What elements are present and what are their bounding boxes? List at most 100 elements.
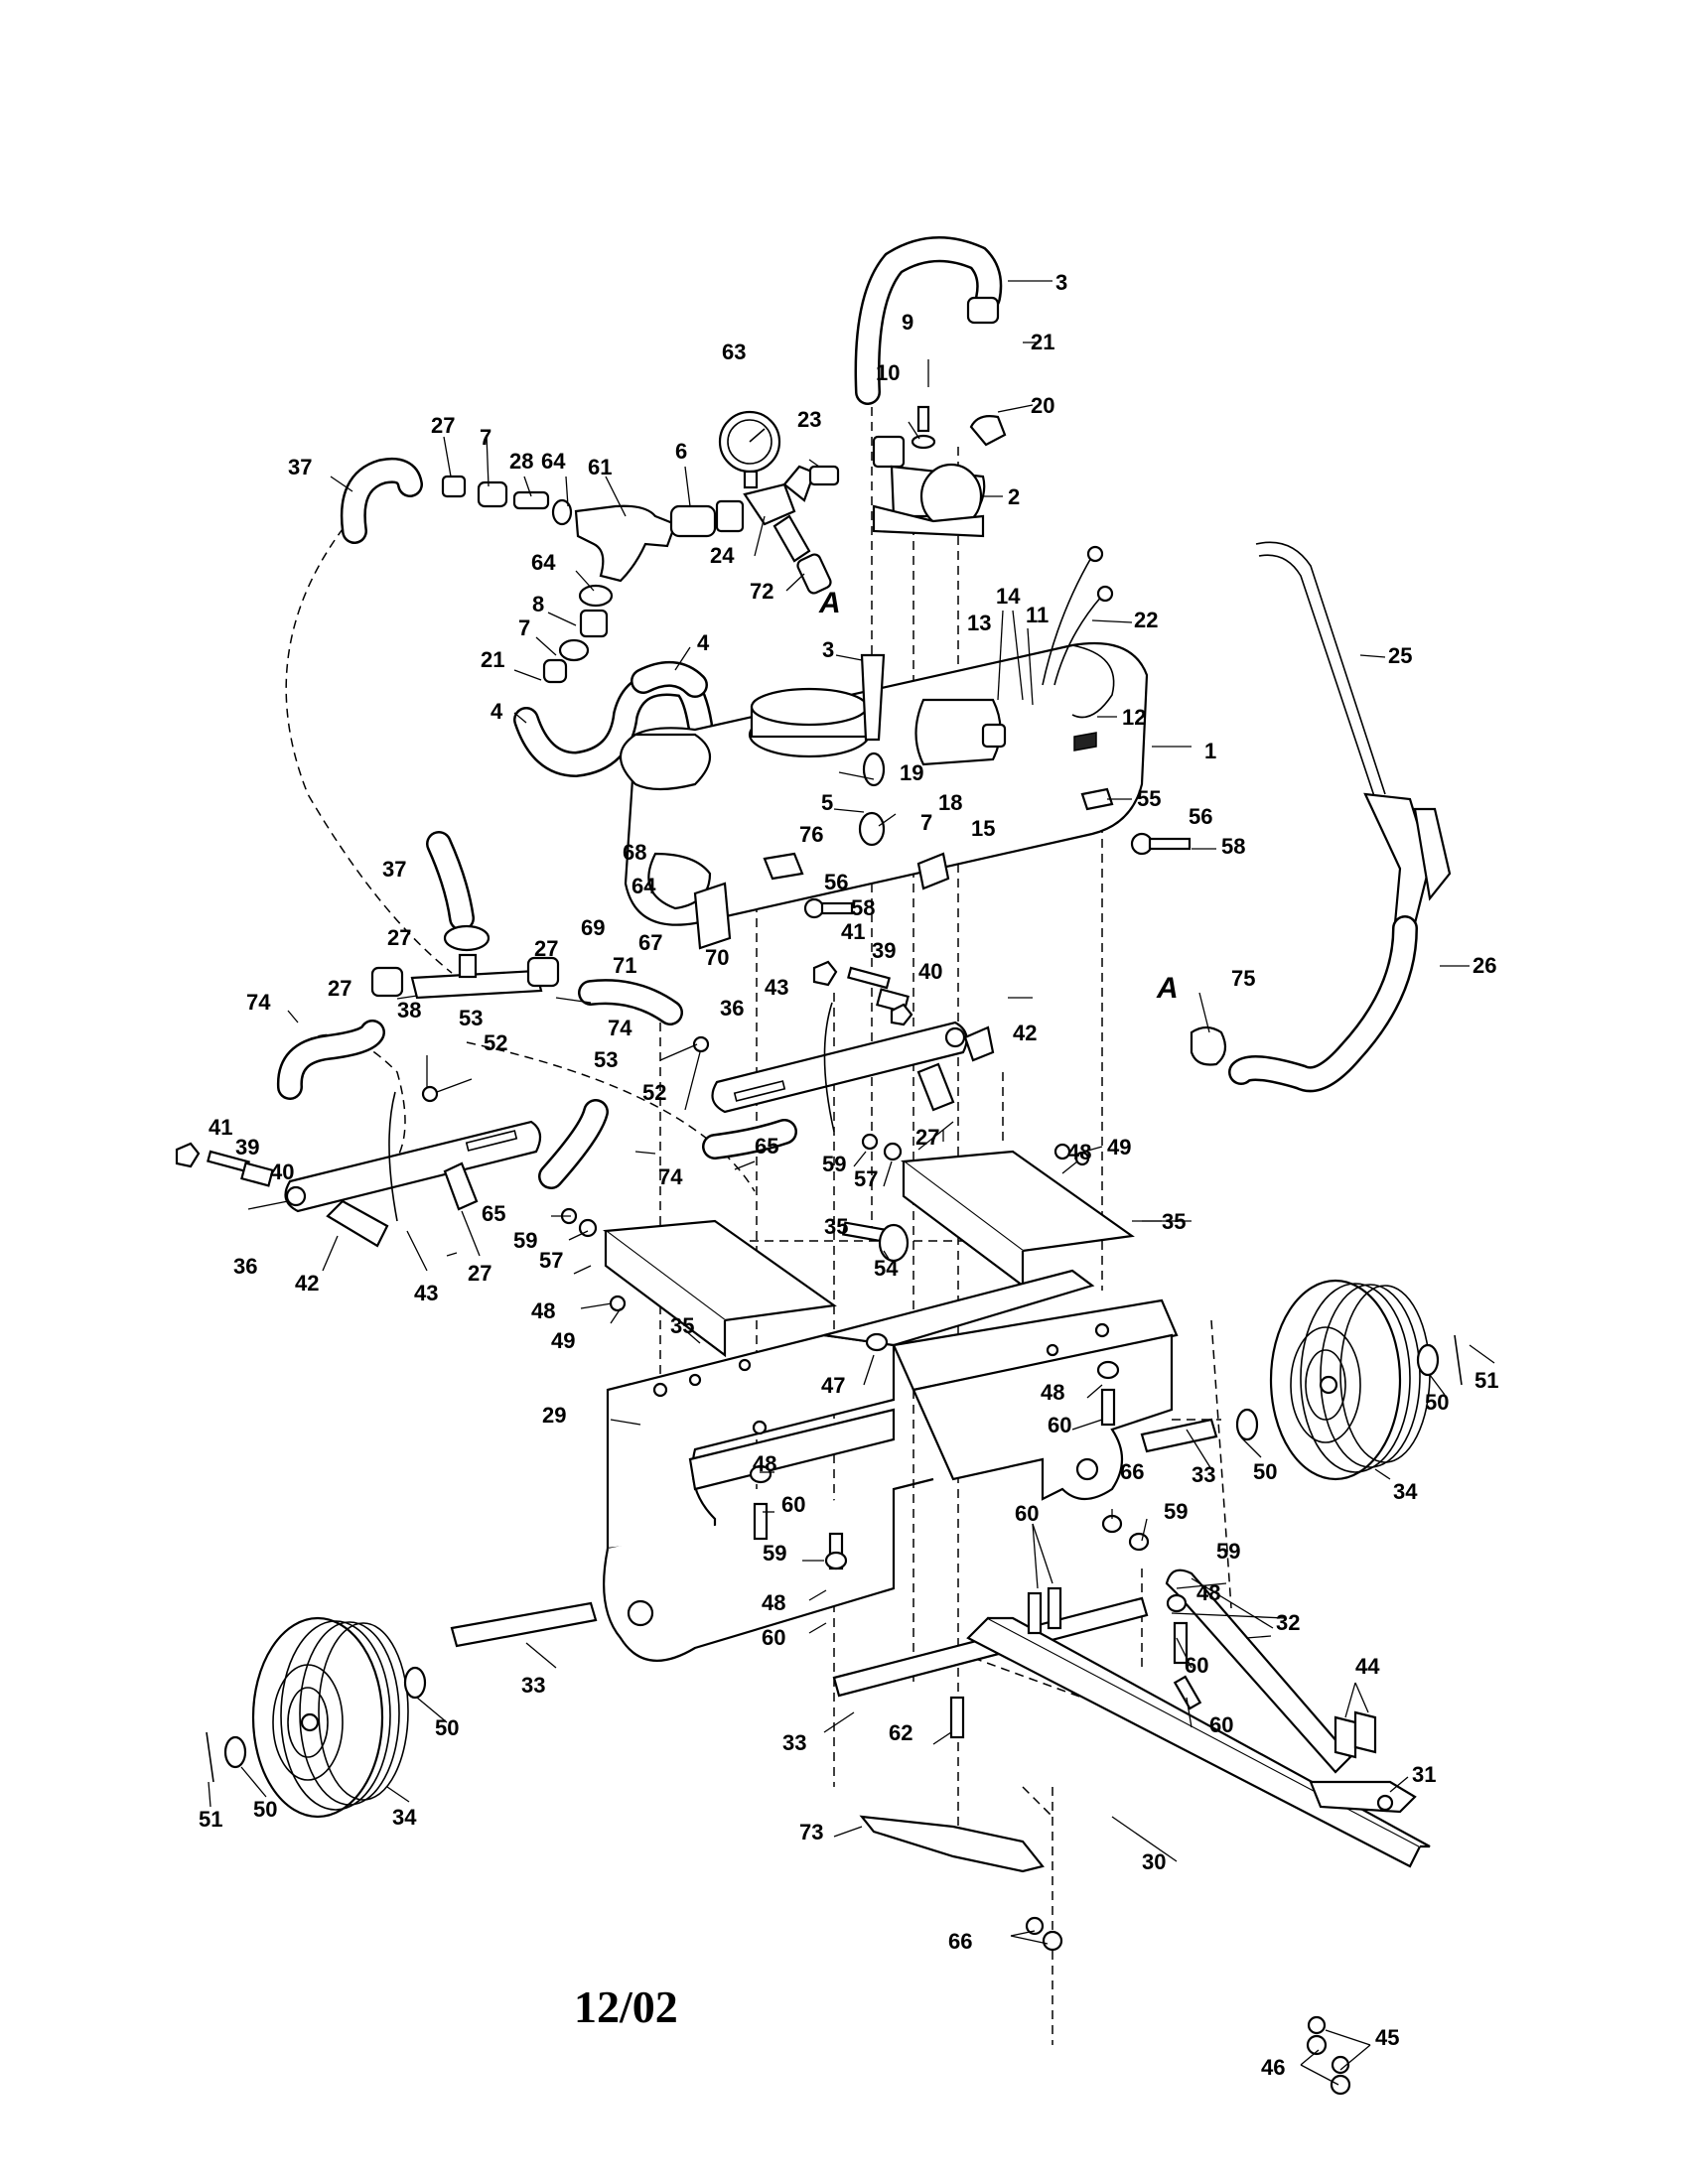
callout-39: 39	[235, 1135, 259, 1160]
callout-34: 34	[392, 1805, 417, 1830]
callout-48: 48	[1067, 1140, 1091, 1164]
callout-29: 29	[542, 1403, 566, 1428]
callout-48: 48	[1196, 1580, 1220, 1605]
callout-4: 4	[697, 630, 710, 655]
callout-61: 61	[588, 455, 612, 479]
callout-27: 27	[387, 925, 411, 950]
callout-21: 21	[481, 647, 504, 672]
callout-66: 66	[1120, 1459, 1144, 1484]
callout-26: 26	[1473, 953, 1496, 978]
callout-25: 25	[1388, 643, 1412, 668]
main-frame	[603, 1269, 1179, 1662]
wheel-left	[206, 1616, 427, 1819]
callout-60: 60	[1209, 1712, 1233, 1737]
callout-2: 2	[1008, 484, 1020, 509]
callout-35: 35	[1162, 1209, 1186, 1234]
section-marker-a: A	[818, 587, 841, 619]
callout-59: 59	[513, 1228, 537, 1253]
callout-3: 3	[1055, 270, 1067, 295]
callout-33: 33	[782, 1730, 806, 1755]
callout-76: 76	[799, 822, 823, 847]
callout-52: 52	[642, 1080, 666, 1105]
callout-7: 7	[480, 425, 491, 450]
callout-4: 4	[491, 699, 503, 724]
callout-68: 68	[623, 840, 646, 865]
callout-47: 47	[821, 1373, 845, 1398]
callout-50: 50	[435, 1715, 459, 1740]
callout-54: 54	[874, 1256, 899, 1281]
callout-60: 60	[1185, 1653, 1208, 1678]
callout-11: 11	[1026, 603, 1049, 627]
callout-60: 60	[781, 1492, 805, 1517]
callout-75: 75	[1231, 966, 1255, 991]
callout-59: 59	[822, 1152, 846, 1176]
callout-50: 50	[1253, 1459, 1277, 1484]
callout-53: 53	[459, 1006, 483, 1030]
callout-labels: 1 2 3 3 4 4 5 6 7 7 7 8 9 10 11 12 13 14…	[199, 270, 1498, 2080]
callout-70: 70	[705, 945, 729, 970]
callout-14: 14	[996, 584, 1021, 609]
callout-33: 33	[521, 1673, 545, 1698]
callout-40: 40	[918, 959, 942, 984]
callout-36: 36	[720, 996, 744, 1021]
callout-7: 7	[920, 810, 932, 835]
callout-22: 22	[1134, 608, 1158, 632]
callout-41: 41	[209, 1115, 232, 1140]
callout-30: 30	[1142, 1849, 1166, 1874]
callout-52: 52	[484, 1030, 507, 1055]
callout-21: 21	[1031, 330, 1054, 354]
callout-60: 60	[1048, 1413, 1071, 1437]
callout-1: 1	[1204, 739, 1216, 763]
callout-50: 50	[1425, 1390, 1449, 1415]
callout-18: 18	[938, 790, 962, 815]
callout-59: 59	[1216, 1539, 1240, 1564]
callout-56: 56	[1189, 804, 1212, 829]
callout-10: 10	[876, 360, 900, 385]
callout-43: 43	[765, 975, 788, 1000]
callout-48: 48	[531, 1298, 555, 1323]
callout-58: 58	[1221, 834, 1245, 859]
callout-37: 37	[288, 455, 312, 479]
callout-51: 51	[199, 1807, 222, 1832]
spray-wand	[1193, 541, 1452, 1093]
callout-7: 7	[518, 615, 530, 640]
callout-32: 32	[1276, 1610, 1300, 1635]
callout-64: 64	[541, 449, 566, 474]
callout-59: 59	[763, 1541, 786, 1566]
callout-46: 46	[1261, 2055, 1285, 2080]
callout-9: 9	[902, 310, 913, 335]
callout-56: 56	[824, 870, 848, 894]
callout-53: 53	[594, 1047, 618, 1072]
callout-3: 3	[822, 637, 834, 662]
callout-8: 8	[532, 592, 544, 616]
callout-34: 34	[1393, 1479, 1418, 1504]
callout-20: 20	[1031, 393, 1054, 418]
callout-67: 67	[638, 930, 662, 955]
tongue-assembly	[749, 1360, 1431, 2096]
callout-27: 27	[534, 936, 558, 961]
tank-assembly	[620, 545, 1192, 950]
callout-48: 48	[762, 1590, 785, 1615]
callout-27: 27	[915, 1125, 939, 1150]
callout-15: 15	[971, 816, 995, 841]
callout-74: 74	[246, 990, 271, 1015]
callout-48: 48	[753, 1451, 776, 1476]
callout-72: 72	[750, 579, 773, 604]
callout-38: 38	[397, 998, 421, 1023]
callout-49: 49	[551, 1328, 575, 1353]
callout-27: 27	[431, 413, 455, 438]
callout-12: 12	[1122, 705, 1146, 730]
callout-39: 39	[872, 938, 896, 963]
callout-43: 43	[414, 1281, 438, 1305]
leader-lines	[208, 280, 1495, 2086]
callout-33: 33	[1192, 1462, 1215, 1487]
callout-65: 65	[482, 1201, 505, 1226]
callout-50: 50	[253, 1797, 277, 1822]
callout-69: 69	[581, 915, 605, 940]
callout-13: 13	[967, 611, 991, 635]
callout-57: 57	[539, 1248, 563, 1273]
callout-6: 6	[675, 439, 687, 464]
plumbing-assembly	[340, 410, 840, 778]
mounting-brackets	[603, 1150, 1135, 1358]
callout-5: 5	[821, 790, 833, 815]
